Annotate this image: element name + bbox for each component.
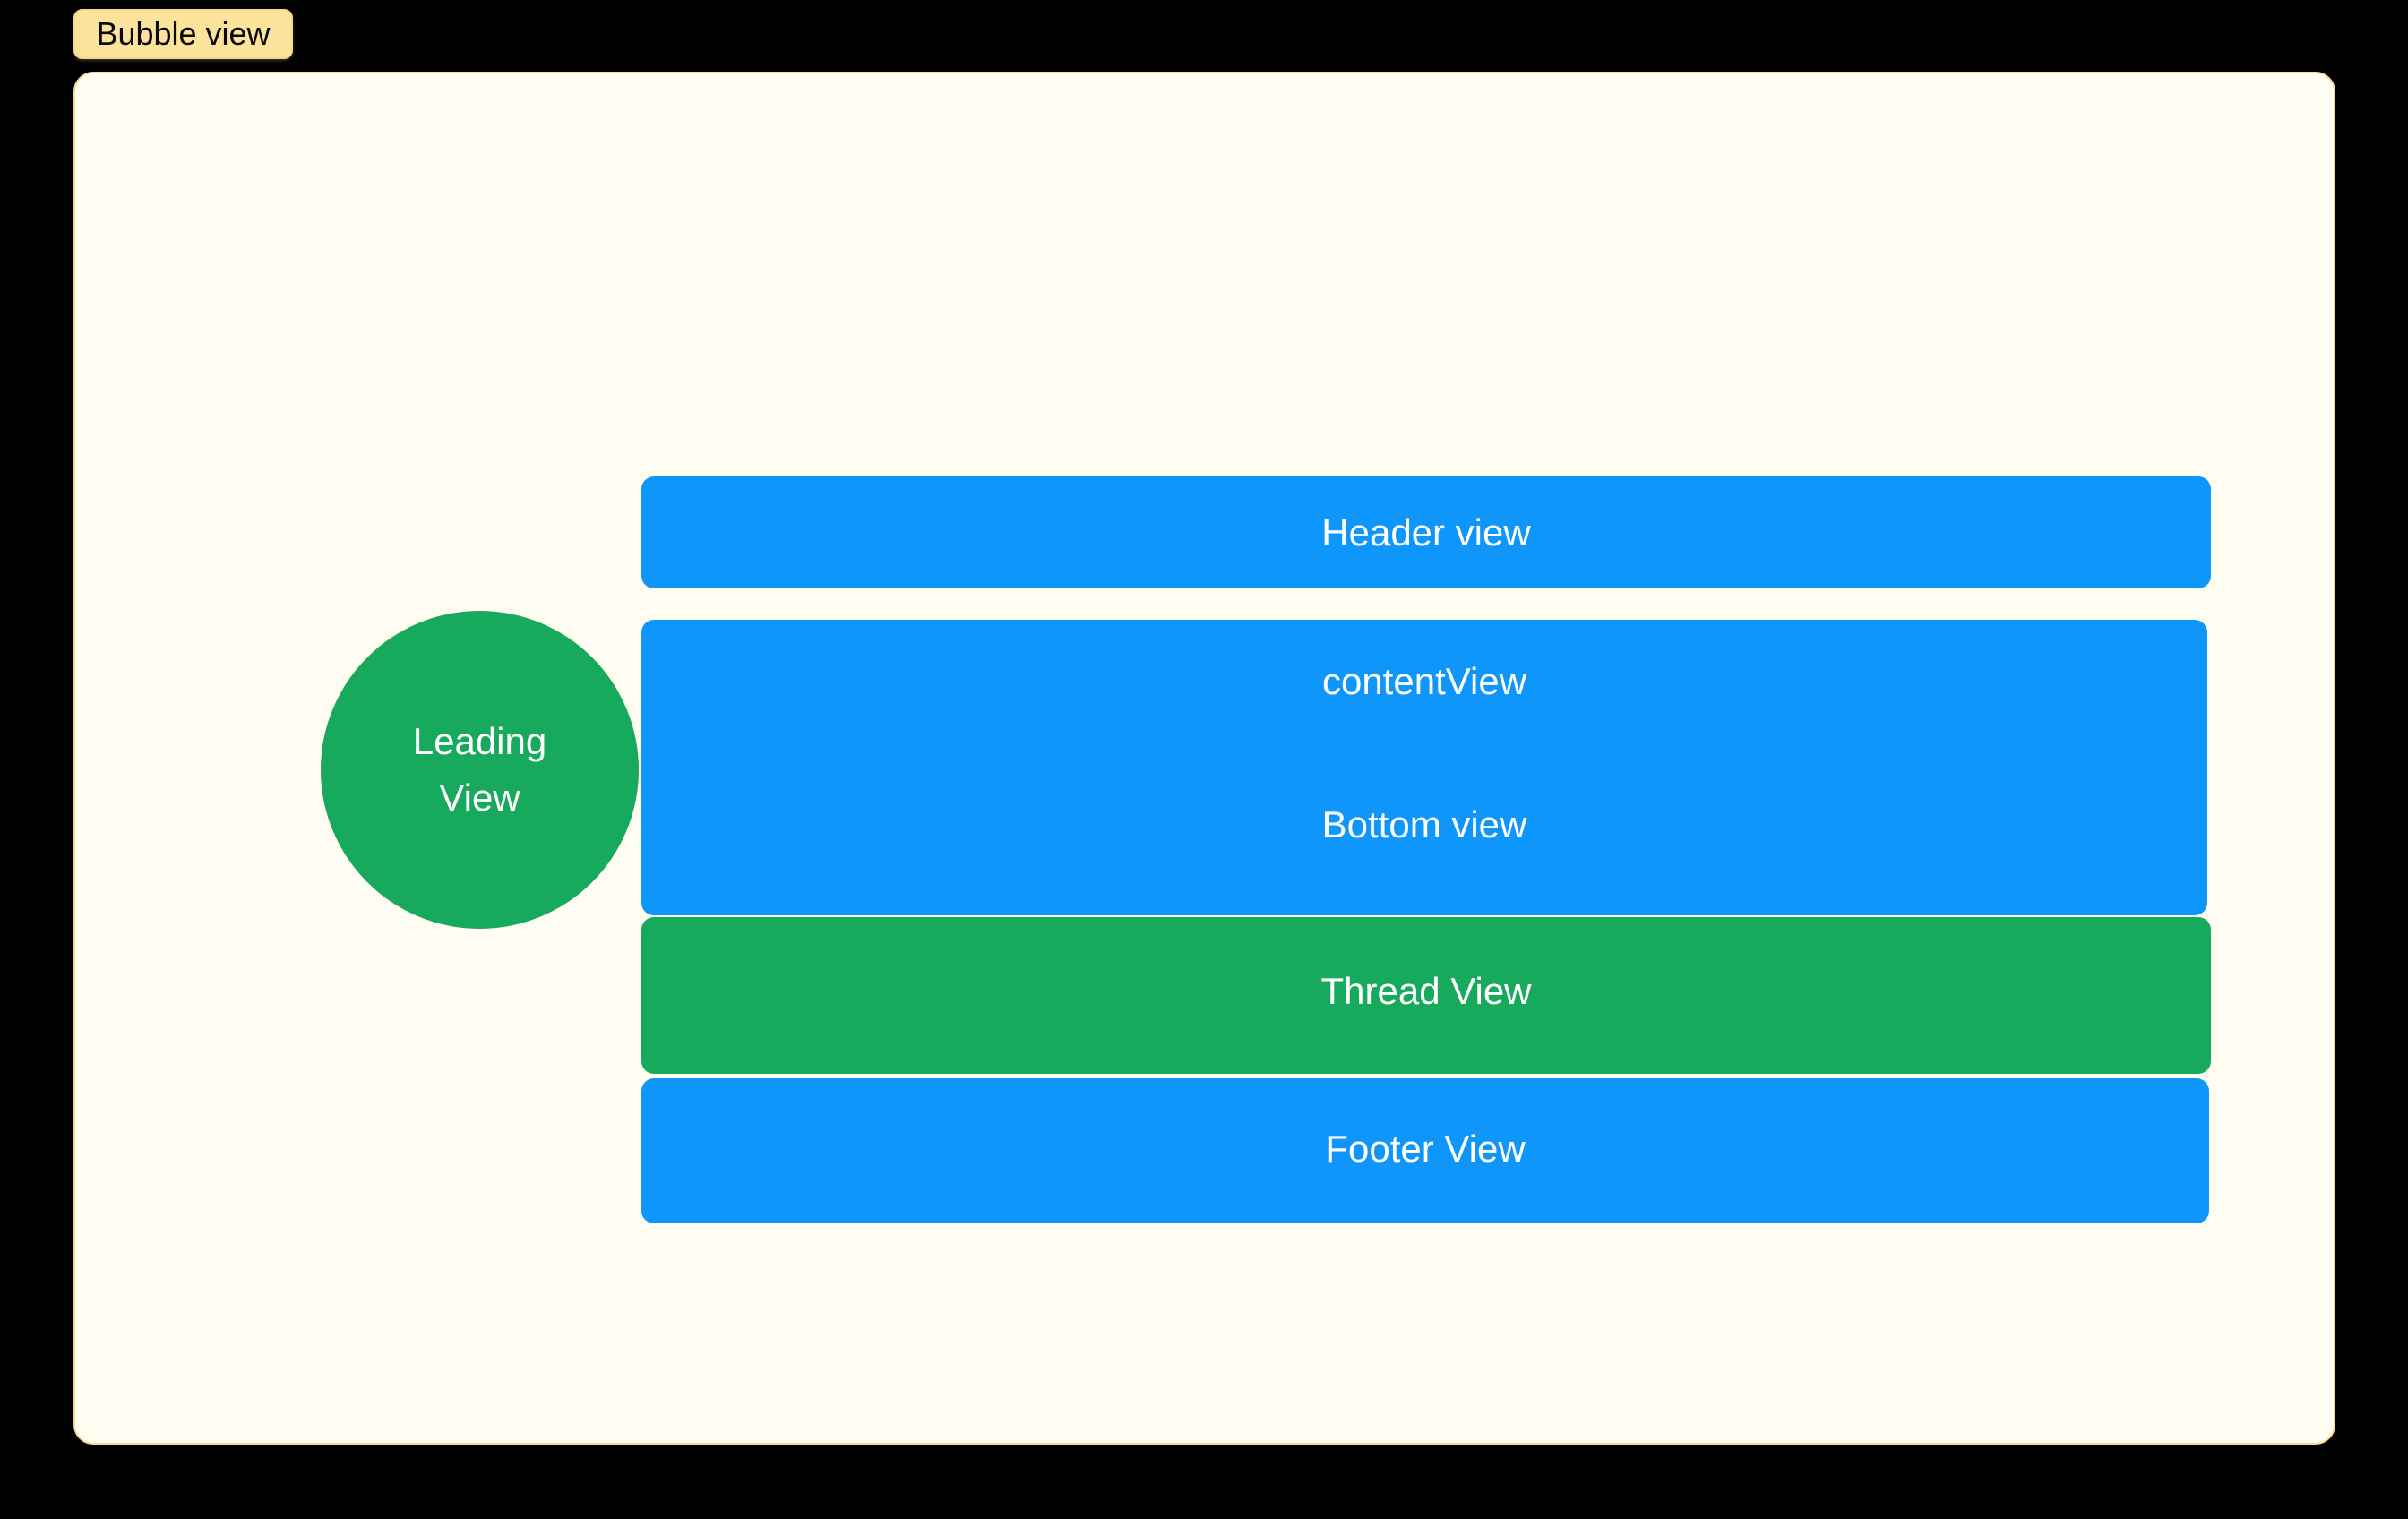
leading-view-label-line2: View: [439, 776, 520, 819]
header-view-bar[interactable]: Header view: [641, 476, 2211, 588]
footer-view-bar[interactable]: Footer View: [641, 1078, 2209, 1223]
bubble-view-badge[interactable]: Bubble view: [73, 9, 293, 59]
bubble-view-badge-label: Bubble view: [96, 15, 271, 52]
content-view-bar[interactable]: contentView Bottom view: [641, 620, 2207, 915]
header-view-label: Header view: [1321, 511, 1531, 554]
bubble-view-canvas: Leading View Header view contentView Bot…: [73, 72, 2335, 1445]
bottom-view-label: Bottom view: [1321, 803, 1527, 845]
thread-view-label: Thread View: [1320, 970, 1532, 1012]
footer-view-label: Footer View: [1325, 1128, 1526, 1170]
content-view-label: contentView: [1321, 660, 1527, 702]
leading-view-circle[interactable]: Leading View: [321, 611, 639, 929]
thread-view-bar[interactable]: Thread View: [641, 917, 2211, 1074]
leading-view-label-line1: Leading: [412, 720, 547, 763]
